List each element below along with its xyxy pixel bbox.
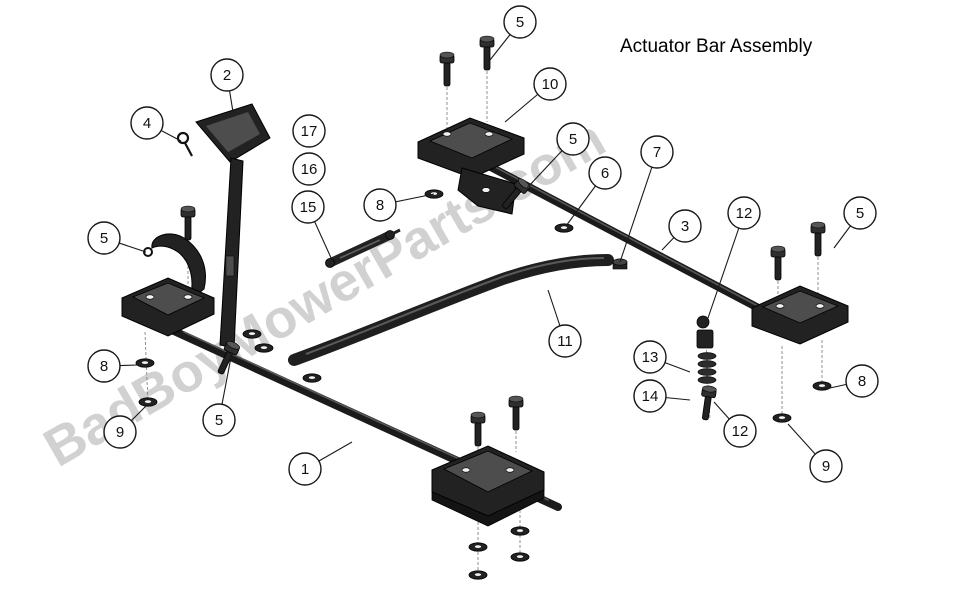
part-12-linkage — [696, 315, 718, 422]
svg-text:16: 16 — [301, 161, 318, 178]
part-11-curved-arm — [288, 254, 614, 366]
part-bracket-right — [751, 285, 849, 345]
svg-text:15: 15 — [300, 199, 317, 216]
callout-9: 9 — [103, 405, 147, 449]
part-bracket-left — [121, 277, 215, 337]
callout-10: 10 — [504, 67, 567, 123]
part-16-end-fitting — [325, 258, 335, 268]
callout-14: 14 — [633, 379, 691, 413]
callout-1: 1 — [288, 441, 353, 486]
callout-12: 12 — [713, 401, 757, 448]
svg-text:1: 1 — [301, 461, 309, 478]
callout-6: 6 — [565, 156, 622, 227]
svg-text:12: 12 — [732, 423, 749, 440]
svg-text:13: 13 — [642, 349, 659, 366]
callout-13: 13 — [633, 340, 691, 374]
callout-7: 7 — [619, 135, 674, 263]
svg-text:5: 5 — [569, 131, 577, 148]
part-10-bracket-top — [417, 117, 525, 179]
part-2-lever — [143, 103, 271, 349]
callout-5: 5 — [526, 122, 590, 189]
part-15-rod — [325, 228, 401, 268]
svg-text:12: 12 — [736, 205, 753, 222]
part-bracket-bottom — [431, 445, 545, 527]
svg-text:8: 8 — [858, 373, 866, 390]
part-13-spring — [697, 352, 717, 384]
svg-text:7: 7 — [653, 144, 661, 161]
svg-text:5: 5 — [856, 205, 864, 222]
svg-text:9: 9 — [822, 458, 830, 475]
callout-2: 2 — [210, 58, 244, 113]
svg-text:3: 3 — [681, 218, 689, 235]
callout-12: 12 — [707, 196, 761, 319]
part-4-clip — [176, 131, 193, 157]
callout-5: 5 — [833, 196, 877, 249]
diagram-title: Actuator Bar Assembly — [620, 36, 813, 57]
callout-8: 8 — [87, 349, 139, 383]
svg-text:6: 6 — [601, 165, 609, 182]
part-pivot-plate — [457, 167, 517, 215]
callout-11: 11 — [547, 289, 582, 358]
callout-17: 17 — [292, 114, 326, 148]
svg-text:10: 10 — [542, 76, 559, 93]
part-14-link-bolt — [697, 384, 718, 422]
callouts-layer: 5 2 10 4 17 16 15 5 6 7 8 3 12 5 5 11 8 13 14 8 9 5 12 9 1 — [87, 5, 879, 486]
svg-text:14: 14 — [642, 388, 659, 405]
svg-text:2: 2 — [223, 67, 231, 84]
callout-5: 5 — [489, 5, 537, 61]
callout-8: 8 — [829, 364, 879, 398]
svg-text:5: 5 — [100, 230, 108, 247]
part-5-clip — [143, 247, 153, 257]
svg-text:5: 5 — [215, 412, 223, 429]
callout-3: 3 — [661, 209, 702, 251]
svg-text:11: 11 — [557, 333, 573, 350]
fastener-bolts — [180, 35, 826, 447]
svg-text:8: 8 — [376, 197, 384, 214]
svg-text:4: 4 — [143, 115, 151, 132]
callout-9: 9 — [787, 423, 843, 483]
svg-text:9: 9 — [116, 424, 124, 441]
callout-4: 4 — [130, 106, 182, 142]
callout-8: 8 — [363, 188, 435, 222]
svg-text:17: 17 — [301, 123, 318, 140]
callout-16: 16 — [292, 152, 326, 186]
callout-5: 5 — [87, 221, 147, 255]
svg-text:8: 8 — [100, 358, 108, 375]
callout-5: 5 — [202, 351, 236, 437]
callout-15: 15 — [291, 190, 333, 261]
svg-text:5: 5 — [516, 14, 524, 31]
